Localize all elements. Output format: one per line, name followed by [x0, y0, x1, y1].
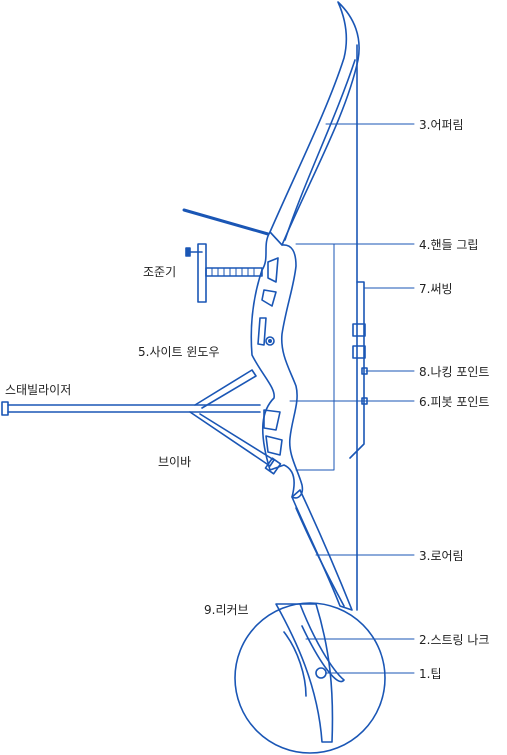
upper-limb-inner-line: [284, 59, 356, 241]
sight-window-cutout-3: [257, 317, 267, 346]
stabilizer-end-weight: [1, 401, 9, 416]
label-string-nock: 2.스트링 나크: [419, 633, 489, 647]
sight-window-cutout-2: [261, 289, 277, 307]
riser-screw-center: [267, 338, 272, 343]
riser-screw: [265, 336, 275, 346]
sight-scale-bar: [205, 267, 263, 277]
lower-limb-shape: [291, 489, 353, 611]
sight-extension-bar: [182, 208, 270, 236]
label-nocking-point: 8.나킹 포인트: [419, 365, 489, 379]
label-stabilizer: 스태빌라이저: [5, 383, 71, 397]
label-pivot-point: 6.피봇 포인트: [419, 395, 489, 409]
stabilizer-rod: [7, 404, 261, 413]
v-bar-end: [264, 457, 282, 475]
recurve-detail-groove: [283, 631, 307, 697]
serving-block-1: [352, 323, 366, 337]
label-v-bar: 브이바: [158, 455, 191, 469]
label-lower-limb: 3.로어림: [419, 549, 464, 563]
sight-pin-head: [185, 247, 191, 257]
handle-riser-shape: [250, 231, 304, 499]
lower-riser-cutout-2: [265, 435, 283, 456]
label-upper-limb: 3.어퍼림: [419, 118, 464, 132]
sight-window-cutout-1: [267, 257, 279, 283]
label-sight-window: 5.사이트 윈도우: [138, 345, 220, 359]
lower-limb-inner-line: [295, 507, 345, 607]
sight-scale-ticks: [211, 267, 255, 277]
label-sight: 조준기: [143, 265, 176, 279]
v-bar-lower-arm: [189, 411, 275, 467]
handle-grip-bracket: [295, 243, 335, 471]
serving-bar: [349, 281, 365, 459]
label-serving: 7.써빙: [419, 282, 453, 296]
label-recurve: 9.리커브: [204, 603, 249, 617]
lower-riser-cutout-1: [263, 409, 281, 431]
serving-block-2: [352, 345, 366, 359]
label-handle-grip: 4.핸들 그립: [419, 237, 478, 252]
label-tip: 1.팁: [419, 667, 442, 681]
v-bar-upper-arm: [194, 369, 257, 409]
recurve-detail-limb-inner: [299, 603, 345, 683]
